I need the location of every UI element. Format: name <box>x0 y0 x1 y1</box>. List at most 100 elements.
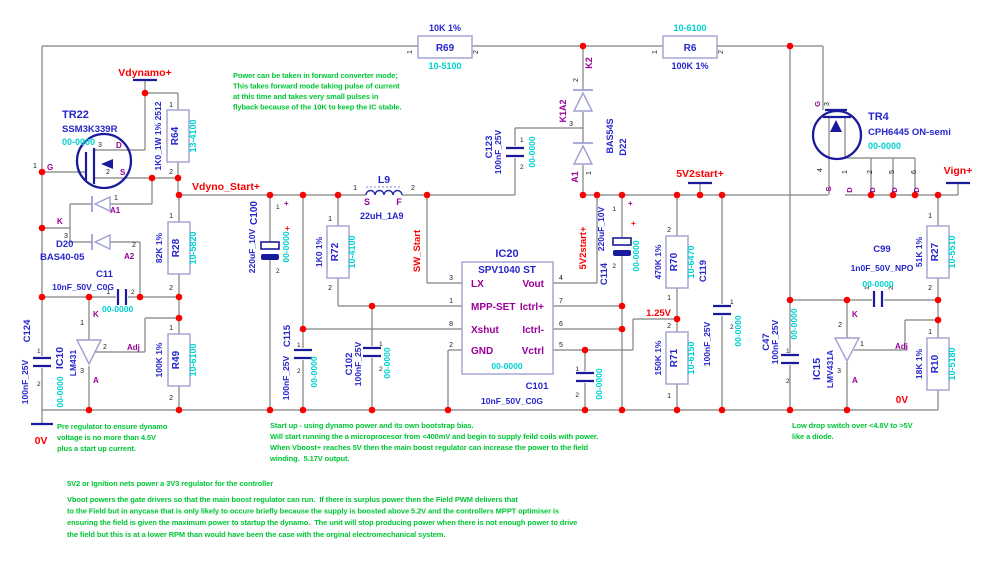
label: 00-0000 <box>527 136 537 167</box>
label: 3 <box>837 368 841 375</box>
label: 5 <box>559 342 563 349</box>
junction-dot <box>175 314 183 322</box>
note-5v2: 5V2 or Ignition nets power a 3V3 regulat… <box>67 479 273 488</box>
label: A1 <box>570 171 580 183</box>
label: K <box>852 310 858 319</box>
junction-dot <box>444 406 452 414</box>
label: A2 <box>124 252 135 261</box>
label: R64 <box>170 126 181 145</box>
note-pre-regulator: voltage is no more than 4.5V <box>57 433 156 442</box>
junction-dot <box>843 406 851 414</box>
label: 3 <box>824 102 831 106</box>
label: 00-0000 <box>491 361 522 371</box>
note-vboot: ensuring the field is given the maximum … <box>67 518 577 527</box>
label: 1 <box>169 102 173 109</box>
label: L9 <box>378 174 390 186</box>
label: 4 <box>559 275 563 282</box>
junction-dot <box>843 296 851 304</box>
label: 1 <box>842 170 849 174</box>
label: 2 <box>473 50 480 54</box>
label: 3 <box>98 142 102 149</box>
label: 2 <box>730 324 734 331</box>
label: R72 <box>330 242 341 261</box>
label: LM431 <box>68 350 78 377</box>
junction-dot <box>175 293 183 301</box>
label: C114 <box>599 262 610 285</box>
label: 1 <box>33 163 37 170</box>
label: 6 <box>911 170 918 174</box>
label: 470K 1% <box>653 244 663 279</box>
label: 2 <box>297 368 301 375</box>
label: 2 <box>838 322 842 329</box>
label: R6 <box>684 43 697 54</box>
label: 1 <box>80 320 84 327</box>
r64-body <box>166 109 190 163</box>
junction-dot <box>618 325 626 333</box>
label: R49 <box>171 350 182 369</box>
label: TR22 <box>62 109 89 121</box>
note-forward-converter: flyback because of the 10K to keep the I… <box>233 103 402 112</box>
junction-dot <box>174 174 182 182</box>
label: Vout <box>523 279 545 290</box>
junction-dot <box>579 191 587 199</box>
junction-dot <box>673 191 681 199</box>
junction-dot <box>368 302 376 310</box>
label: K2 <box>584 57 594 69</box>
label: R10 <box>930 354 941 373</box>
label: 2 <box>718 50 725 54</box>
label: SSM3K339R <box>62 124 118 135</box>
note-startup: Start up - using dynamo power and its ow… <box>270 421 473 430</box>
label: 1 <box>114 195 118 202</box>
junction-dot <box>148 174 156 182</box>
label: C47 <box>761 333 772 350</box>
note-forward-converter: Power can be taken in forward converter … <box>233 71 398 80</box>
junction-dot <box>934 191 942 199</box>
r70-body <box>665 235 689 289</box>
junction-dot <box>38 168 46 176</box>
label: 1 <box>407 50 414 54</box>
label: 1 <box>379 341 383 348</box>
label: 13-4100 <box>188 119 198 152</box>
label: A1 <box>110 206 121 215</box>
junction-dot <box>266 191 274 199</box>
label: 1 <box>730 299 734 306</box>
symbol-lines-layer <box>31 35 970 426</box>
label: 1 <box>652 50 659 54</box>
tr22-body <box>75 132 133 190</box>
junction-dot <box>867 191 875 199</box>
label: 100K 1% <box>671 61 708 71</box>
label: 2 <box>106 169 110 176</box>
label: 1 <box>928 213 932 220</box>
junction-dot <box>911 191 919 199</box>
c114-plate-pos <box>612 237 632 246</box>
label: 1 <box>667 295 671 302</box>
label: 1 <box>37 348 41 355</box>
label: 1 <box>449 298 453 305</box>
junction-dot <box>299 191 307 199</box>
junction-dot <box>38 224 46 232</box>
junction-dot <box>579 42 587 50</box>
label: Vdyno_Start+ <box>192 181 260 193</box>
label: 18K 1% <box>914 348 924 379</box>
label: 6 <box>559 321 563 328</box>
label: D <box>845 187 854 193</box>
junction-dot <box>786 42 794 50</box>
label: R27 <box>930 242 941 261</box>
label: 2 <box>888 286 895 290</box>
label: 100K 1% <box>154 342 164 377</box>
ic10-shunt-symbol <box>75 339 103 366</box>
note-low-drop: Low drop switch over <4.8V to >5V <box>792 421 913 430</box>
label: 3 <box>569 121 573 128</box>
note-forward-converter: This takes forward mode taking pulse of … <box>233 82 400 91</box>
label: 100nF_25V <box>353 341 363 386</box>
label: BAS54S <box>605 118 615 153</box>
note-vboot: the field but this is at a lower RPM tha… <box>67 530 445 539</box>
label: A <box>852 376 858 385</box>
label: 2 <box>573 78 580 82</box>
label: D <box>912 187 921 193</box>
label: 10K 1% <box>429 23 461 33</box>
label: R28 <box>171 238 182 257</box>
label: 2 <box>328 285 332 292</box>
l9-coil <box>365 189 403 196</box>
